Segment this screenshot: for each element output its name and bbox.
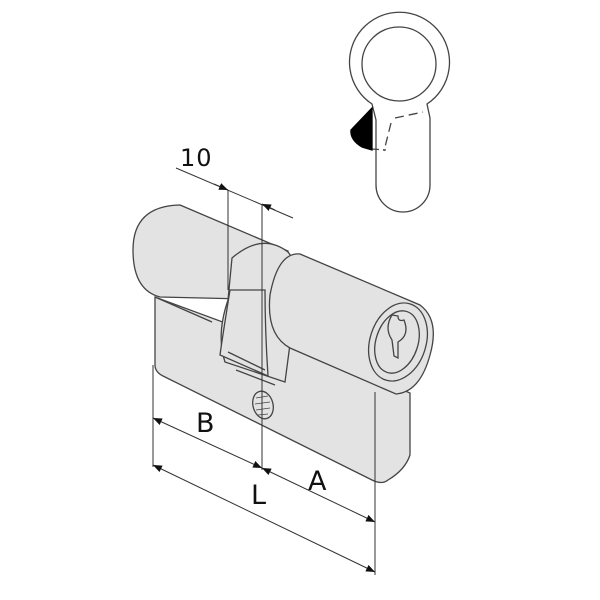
cam-icon	[350, 106, 373, 151]
dimension-label-b: B	[196, 408, 215, 439]
dimension-label-l: L	[251, 480, 267, 511]
keyway-icon	[387, 314, 407, 360]
screw-hole-icon	[252, 390, 274, 420]
dimension-label-cam-width: 10	[180, 144, 213, 172]
profile-view	[348, 11, 451, 213]
dimension-lines	[152, 167, 376, 575]
cylinder-body	[132, 204, 434, 484]
dimension-label-a: A	[308, 466, 327, 497]
